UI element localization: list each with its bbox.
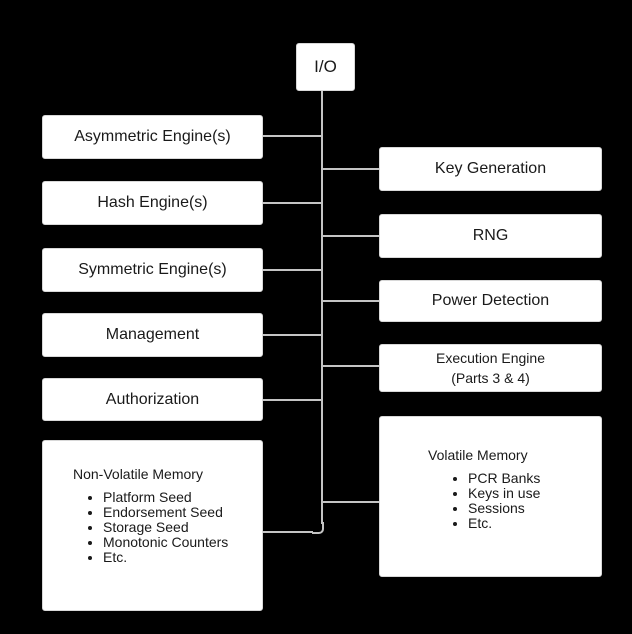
connector-execution-engine xyxy=(322,365,379,367)
execution-engine-label: Execution Engine xyxy=(436,350,545,366)
volatile-memory-node: Volatile Memory PCR Banks Keys in use Se… xyxy=(379,416,602,577)
connector-asymmetric xyxy=(263,135,322,137)
power-detection-node: Power Detection xyxy=(379,280,602,322)
hash-engine-label: Hash Engine(s) xyxy=(97,194,208,211)
key-generation-node: Key Generation xyxy=(379,147,602,191)
connector-nv-memory xyxy=(263,531,313,533)
asymmetric-engine-label: Asymmetric Engine(s) xyxy=(74,128,231,145)
hash-engine-node: Hash Engine(s) xyxy=(42,181,263,225)
connector-authorization xyxy=(263,399,322,401)
list-item: Monotonic Counters xyxy=(103,535,228,550)
connector-volatile-memory xyxy=(322,501,379,503)
volatile-memory-title: Volatile Memory xyxy=(428,447,528,463)
trunk-corner xyxy=(312,522,324,534)
symmetric-engine-label: Symmetric Engine(s) xyxy=(78,261,227,278)
asymmetric-engine-node: Asymmetric Engine(s) xyxy=(42,115,263,159)
list-item: Etc. xyxy=(468,516,540,531)
list-item: Etc. xyxy=(103,550,228,565)
management-label: Management xyxy=(105,326,200,343)
execution-engine-sublabel: (Parts 3 & 4) xyxy=(451,370,530,386)
list-item: Sessions xyxy=(468,501,540,516)
non-volatile-memory-node: Non-Volatile Memory Platform Seed Endors… xyxy=(42,440,263,611)
connector-hash xyxy=(263,202,322,204)
list-item: Keys in use xyxy=(468,486,540,501)
connector-rng xyxy=(322,235,379,237)
volatile-memory-list: PCR Banks Keys in use Sessions Etc. xyxy=(428,471,540,531)
symmetric-engine-node: Symmetric Engine(s) xyxy=(42,248,263,292)
list-item: Storage Seed xyxy=(103,520,228,535)
connector-symmetric xyxy=(263,269,322,271)
list-item: Endorsement Seed xyxy=(103,505,228,520)
connector-power-detection xyxy=(322,300,379,302)
rng-label: RNG xyxy=(472,227,509,244)
authorization-node: Authorization xyxy=(42,378,263,421)
io-node: I/O xyxy=(296,43,355,91)
trunk-line xyxy=(321,91,323,524)
power-detection-label: Power Detection xyxy=(431,292,550,309)
non-volatile-memory-title: Non-Volatile Memory xyxy=(73,466,203,482)
execution-engine-node: Execution Engine (Parts 3 & 4) xyxy=(379,344,602,392)
list-item: PCR Banks xyxy=(468,471,540,486)
authorization-label: Authorization xyxy=(105,390,200,408)
key-generation-label: Key Generation xyxy=(434,160,547,177)
list-item: Platform Seed xyxy=(103,490,228,505)
management-node: Management xyxy=(42,313,263,357)
connector-key-generation xyxy=(322,168,379,170)
rng-node: RNG xyxy=(379,214,602,258)
connector-management xyxy=(263,334,322,336)
io-label: I/O xyxy=(314,57,337,76)
non-volatile-memory-list: Platform Seed Endorsement Seed Storage S… xyxy=(73,490,228,565)
